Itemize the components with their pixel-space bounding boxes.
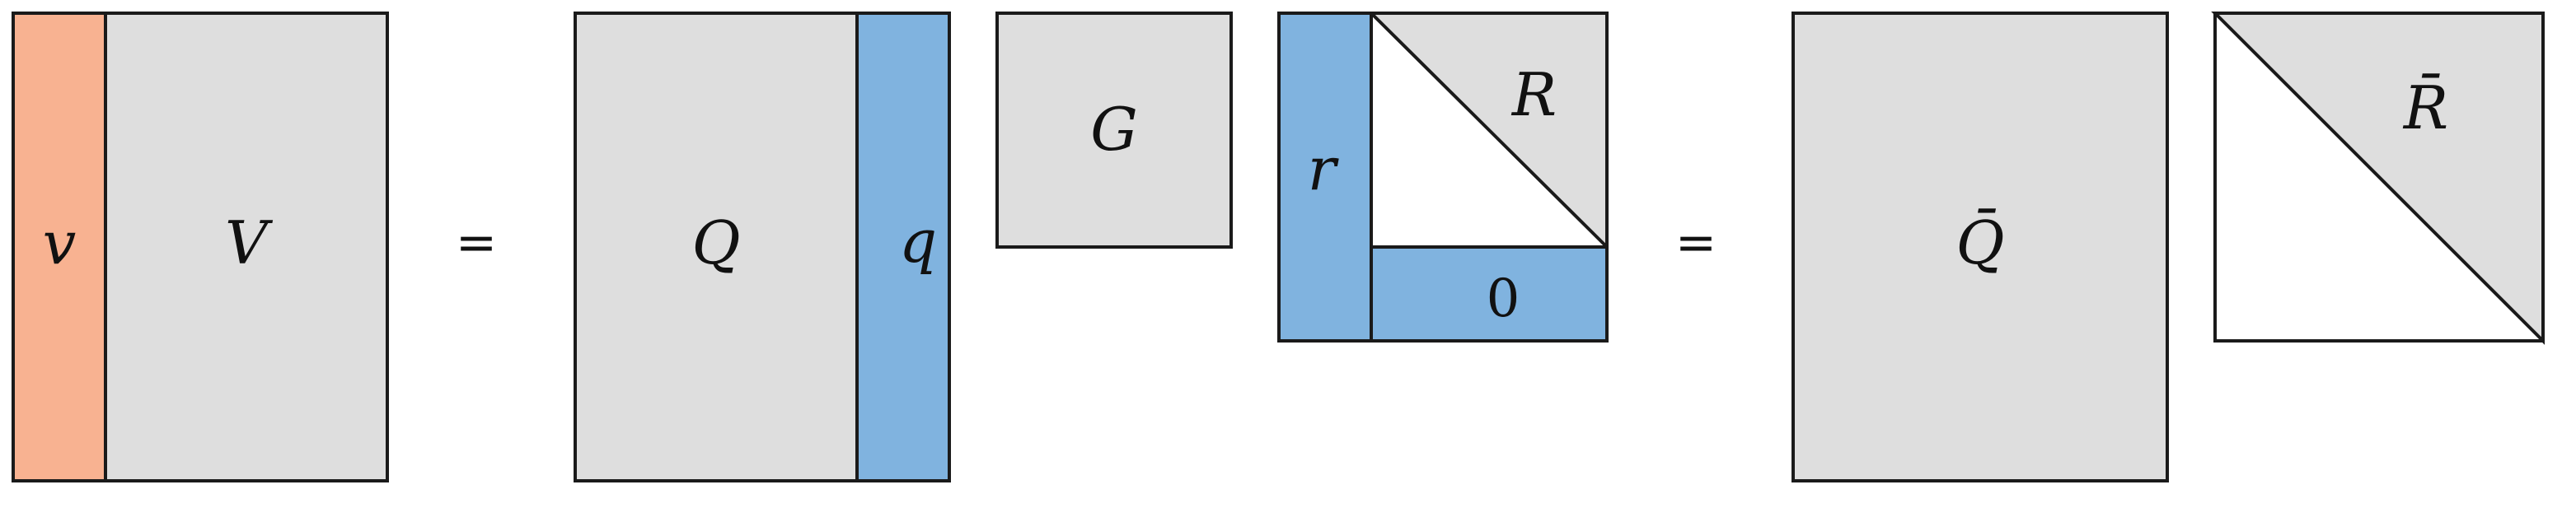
vector-r-block: [1277, 12, 1373, 343]
label-r: r: [1308, 134, 1339, 203]
matrix-G: G: [995, 12, 1233, 249]
label-Rbar: R̄: [2402, 72, 2448, 142]
label-v: v: [43, 208, 77, 277]
label-V: V: [225, 208, 274, 277]
matrix-G-block: [995, 12, 1233, 249]
matrix-Q-block: [574, 12, 859, 482]
vector-q-block: [855, 12, 951, 482]
label-Q: Q: [691, 208, 740, 277]
zero-row-block: [1370, 245, 1609, 343]
matrix-Qbar: Q̄: [1791, 12, 2169, 482]
equals-sign-1: =: [456, 214, 497, 272]
label-R: R: [1510, 60, 1557, 129]
matrix-Q-q: Q q: [574, 12, 951, 482]
matrix-V-block: [104, 12, 389, 482]
matrix-r-R-0: r R 0: [1277, 12, 1609, 343]
matrix-v-V: v V: [12, 12, 389, 482]
vector-v-block: [12, 12, 107, 482]
label-G: G: [1090, 95, 1138, 164]
label-Qbar: Q̄: [1955, 207, 2004, 277]
label-zero: 0: [1487, 268, 1520, 329]
matrix-Qbar-block: [1791, 12, 2169, 482]
label-q: q: [899, 207, 937, 276]
upper-triangle-Rbar: [2211, 12, 2545, 345]
matrix-Rbar: R̄: [2211, 12, 2545, 345]
equals-sign-2: =: [1675, 214, 1717, 272]
upper-triangle-R: [1367, 12, 1609, 251]
